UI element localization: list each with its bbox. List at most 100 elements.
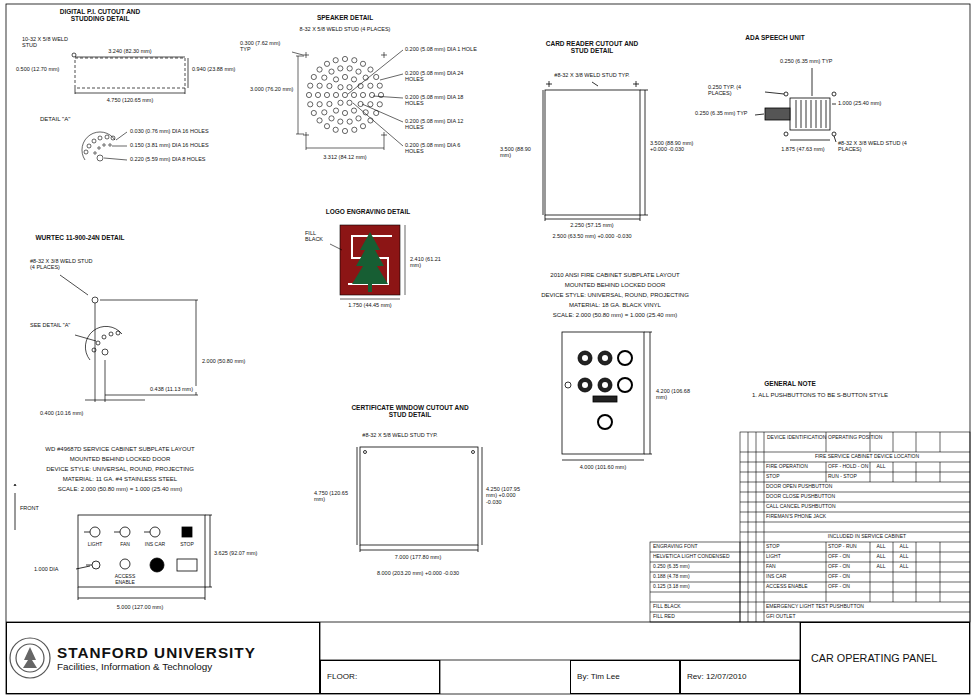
device-table-part [826, 542, 940, 602]
service-subplate-part [182, 527, 192, 537]
title-block-cell: FLOOR: [320, 660, 440, 694]
service-subplate-part [76, 566, 90, 569]
ada-speech-unit-part [790, 140, 830, 141]
ada-speech-unit-part [796, 100, 826, 128]
dimension-label: 0.030 (0.76 mm) DIA 16 HOLES [130, 128, 210, 134]
speaker-holes-part [342, 128, 347, 133]
fire-cabinet-subplate-part [582, 382, 588, 388]
dimension-label: DEVICE STYLE: UNIVERSAL, ROUND, PROJECTI… [10, 466, 230, 473]
pi-cutout-part [75, 58, 185, 88]
pi-cutout-part [75, 93, 185, 94]
speaker-holes-part [356, 69, 361, 74]
service-subplate-part [78, 587, 79, 600]
speaker-holes-part [351, 92, 356, 97]
service-subplate-part [205, 587, 212, 588]
title-text: Rev: 12/07/2010 [687, 672, 799, 681]
detail-title: CARD READER CUTOUT AND STUD DETAIL [542, 40, 642, 55]
card-reader-cutout-part [546, 81, 639, 87]
certificate-window [357, 447, 482, 552]
table-cell: OPERATING POSITION [828, 435, 868, 441]
fire-cabinet-subplate-part [618, 351, 632, 365]
stanford-logo [330, 225, 405, 299]
table-cell: OFF - ON [828, 584, 868, 590]
wurtec-detail-part [105, 395, 198, 396]
wurtec-detail-part [102, 349, 108, 355]
speaker-holes-part [324, 61, 329, 66]
speaker-holes-part [338, 119, 343, 124]
speaker-holes-part [311, 110, 316, 115]
speaker-holes-part [333, 127, 338, 132]
speaker-holes-part [347, 66, 352, 71]
wurtec-detail-part [105, 360, 106, 402]
dimension-label: 4.750 (120.65 mm) [90, 97, 170, 103]
fire-cabinet-subplate-part [565, 382, 571, 388]
dimension-label: 2.410 (61.21 mm) [410, 256, 450, 269]
speaker-holes-part [317, 118, 322, 123]
speaker-holes-part [374, 74, 379, 79]
speaker-holes-part [363, 75, 368, 80]
speaker-holes-part [317, 67, 322, 72]
speaker-holes-part [322, 110, 327, 115]
detail-title: ADA SPEECH UNIT [730, 34, 820, 41]
detail-a-holes-part [87, 144, 91, 148]
pi-cutout-part [185, 88, 186, 94]
ada-speech-unit-part [784, 132, 788, 136]
speaker-holes-part [342, 110, 347, 115]
service-subplate-part [90, 527, 100, 537]
table-cell: CALL CANCEL PUSHBUTTON [766, 504, 886, 510]
wurtec-detail-part [92, 348, 96, 352]
title-text: FLOOR: [327, 672, 439, 681]
speaker-holes-part [377, 83, 382, 88]
speaker-holes-part [352, 127, 357, 132]
wurtec-detail-part [196, 300, 197, 395]
speaker-holes-part [380, 74, 403, 80]
service-subplate-part [78, 515, 205, 587]
wurtec-detail-part [96, 341, 100, 345]
dimension-label: 0.220 (5.59 mm) DIA 8 HOLES [130, 156, 210, 162]
speaker-holes-part [368, 102, 373, 107]
card-reader-cutout-part [645, 90, 646, 215]
certificate-window-part [472, 451, 475, 454]
detail-a-holes-part [105, 135, 109, 139]
speaker-holes-part [298, 56, 299, 134]
speaker-holes-part [327, 101, 332, 106]
detail-a-holes-part [104, 158, 127, 160]
dimension-label: 0.250 TYP. (4 PLACES) [708, 84, 763, 97]
service-subplate [12, 484, 212, 600]
wurtec-detail-part [109, 332, 113, 336]
service-subplate-part [205, 587, 206, 600]
pi-cutout [72, 53, 188, 94]
title-block-cell: By: Tim Lee [570, 660, 680, 694]
device-table-part [826, 462, 940, 482]
service-subplate-part [92, 561, 100, 569]
speaker-holes-part [338, 100, 343, 105]
dimension-label: 4.000 (101.60 mm) [563, 464, 643, 470]
service-subplate-part [205, 515, 212, 516]
card-reader-cutout-part [640, 90, 648, 91]
service-subplate-part [177, 559, 197, 571]
title-block-logo-cell: STANFORD UNIVERSITYFacilities, Informati… [6, 622, 320, 694]
dimension-label: 0.150 (3.81 mm) DIA 16 HOLES [130, 142, 210, 148]
dimension-label: DETAIL "A" [40, 116, 90, 123]
card-reader-cutout [543, 81, 648, 221]
dimension-label: INS CAR [141, 542, 169, 548]
device-table-part [740, 432, 970, 622]
dimension-label: 3.625 (92.07 mm) [214, 550, 274, 556]
speaker-holes-part [342, 92, 347, 97]
stanford-logo-part [352, 232, 388, 292]
detail-title: GENERAL NOTE [750, 380, 830, 387]
service-subplate-part [114, 532, 120, 533]
table-cell: INS CAR [766, 574, 824, 580]
table-cell: OFF - ON [828, 574, 868, 580]
wurtec-detail-part [95, 303, 96, 402]
speaker-holes-part [327, 83, 332, 88]
speaker-holes-part [303, 52, 387, 138]
table-cell: 0.125 (3.18 mm) [653, 584, 737, 590]
dimension-label: 3.240 (82.30 mm) [95, 48, 165, 54]
detail-a-holes-part [111, 136, 115, 140]
ada-speech-unit-part [790, 98, 830, 130]
table-cell: FAN [766, 564, 824, 570]
speaker-holes-part [347, 119, 352, 124]
